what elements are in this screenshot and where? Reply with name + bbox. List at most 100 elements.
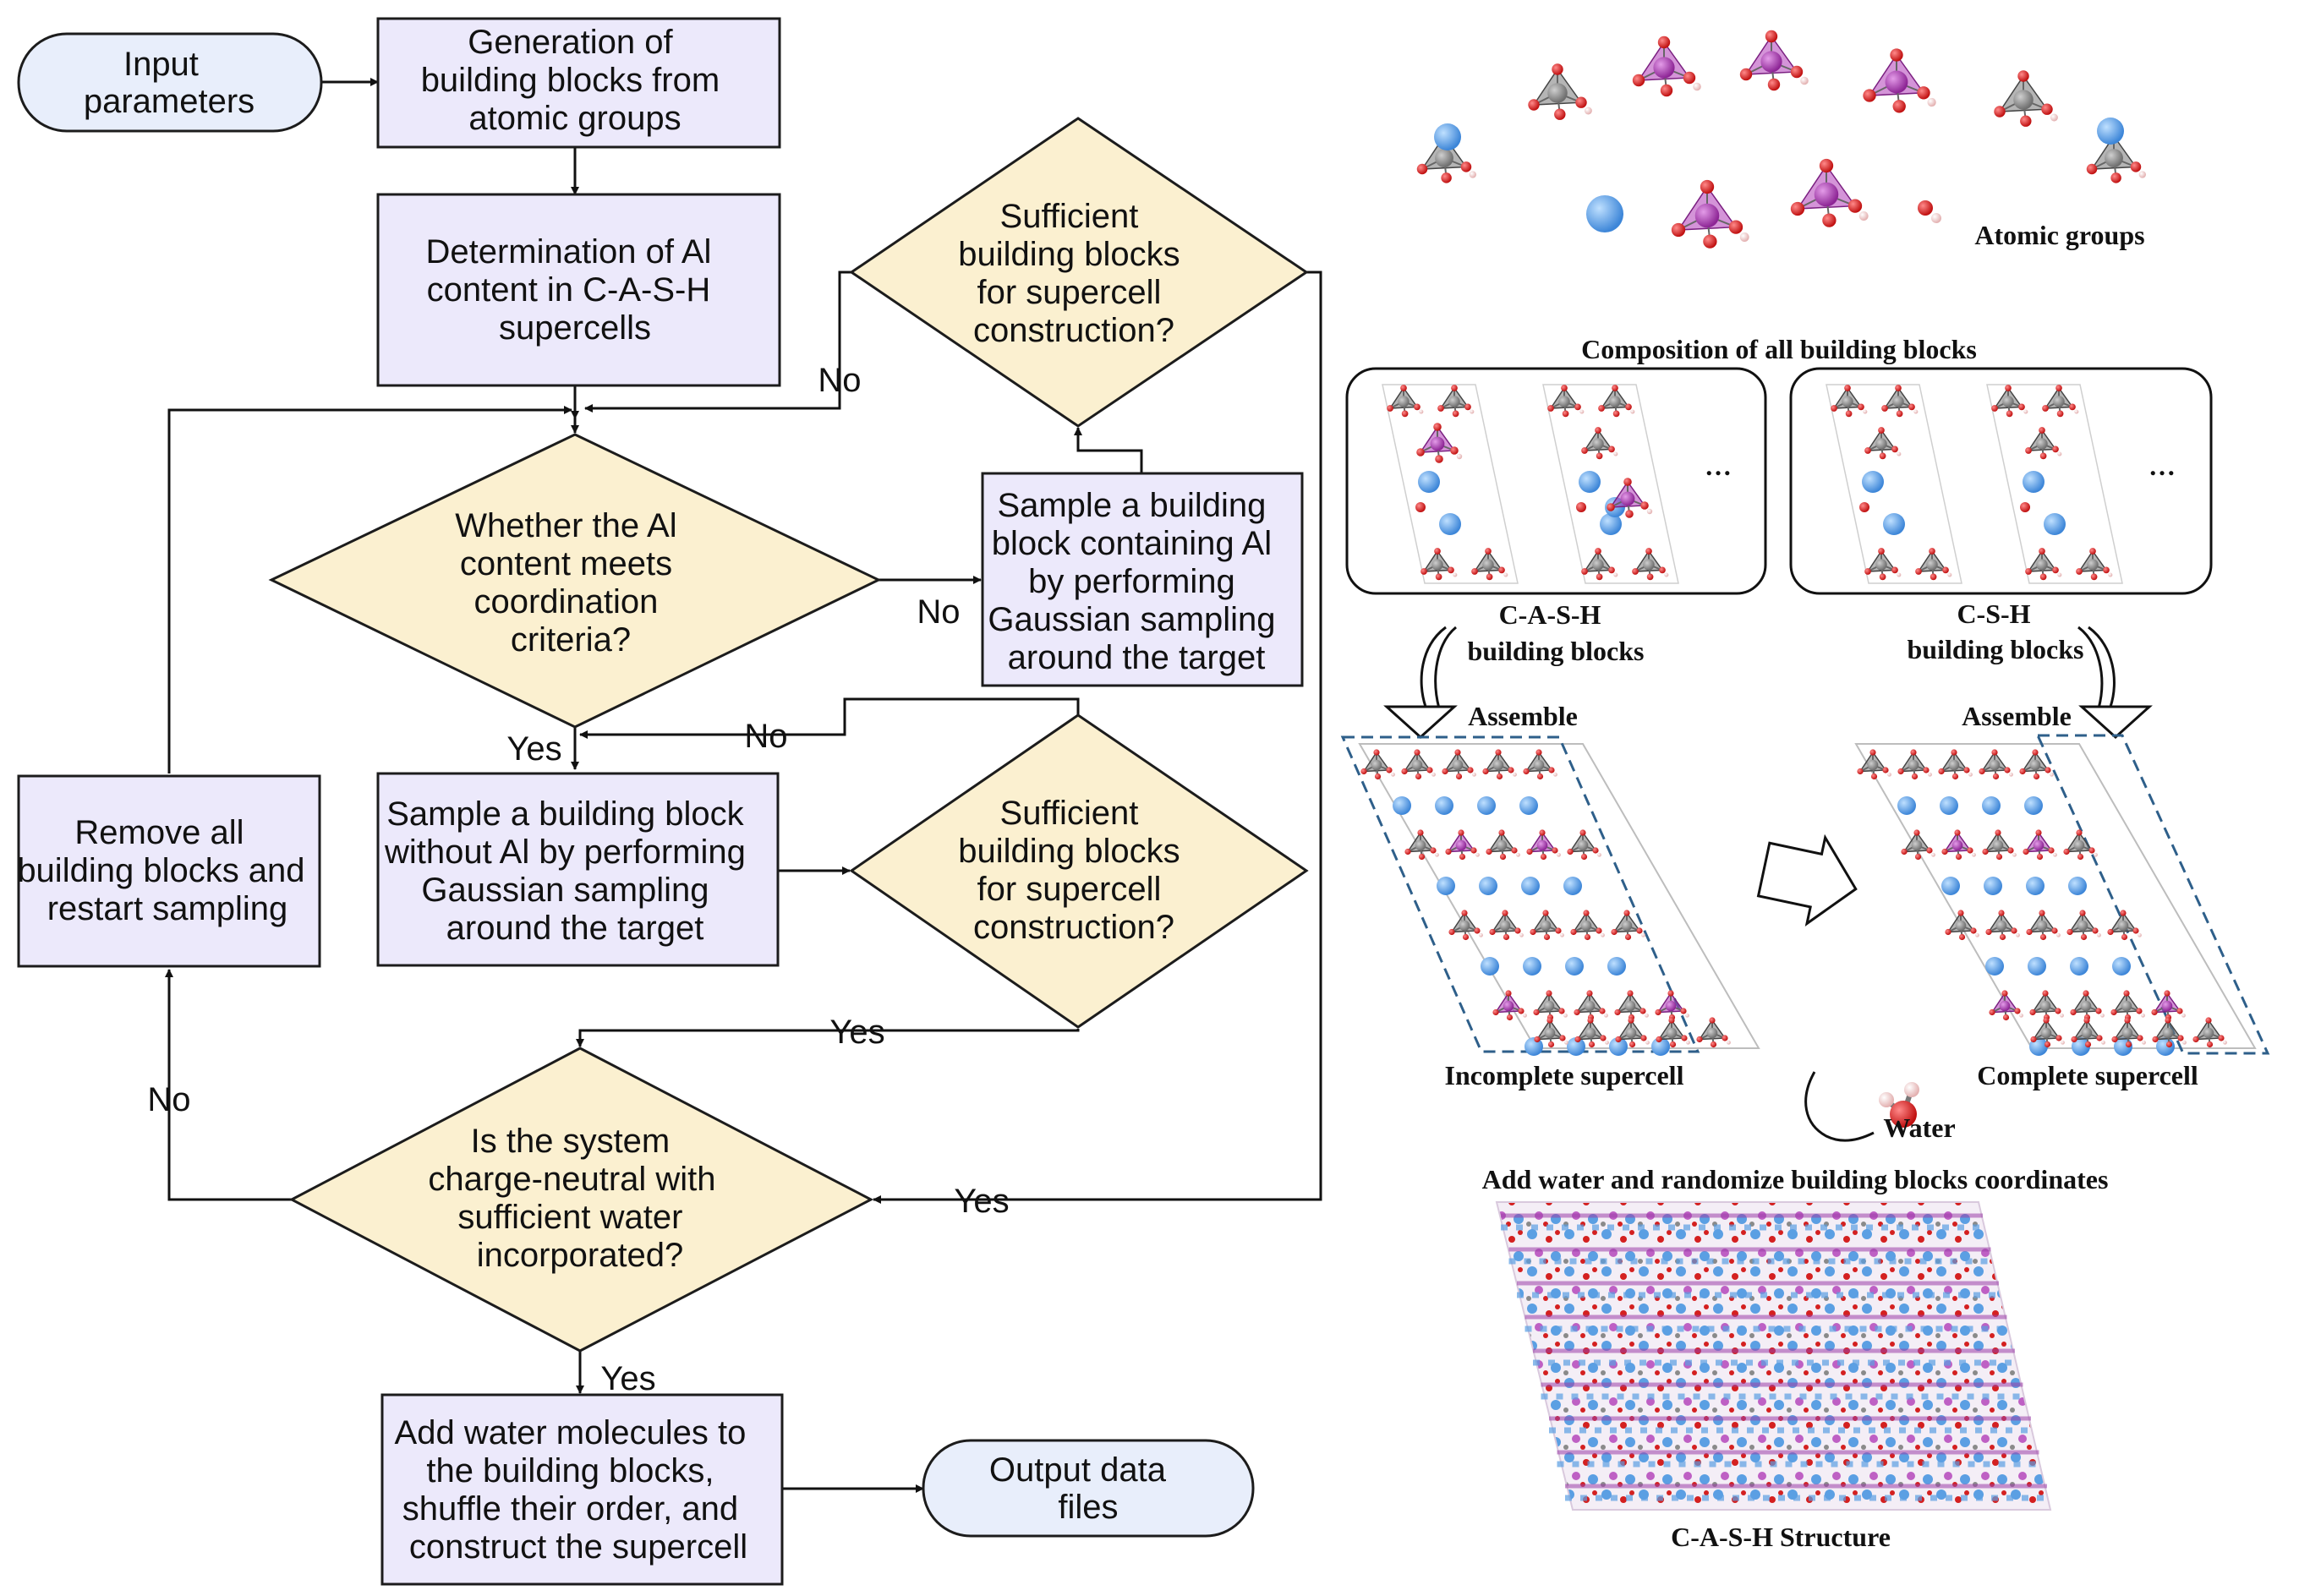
oxygen-atom [2165, 1041, 2173, 1048]
silicon-atom [1592, 438, 1604, 450]
oxygen-atom [2017, 70, 2029, 82]
oxygen-atom [2083, 1017, 2090, 1024]
silicon-atom [1584, 1000, 1596, 1012]
complete-dashed-region [2035, 734, 2270, 1055]
oxygen-atom [1575, 96, 1587, 108]
oxygen-atom [1400, 385, 1407, 391]
oxygen-atom [2033, 773, 2040, 780]
water-label: Water [1883, 1112, 1955, 1143]
oxygen-atom [1628, 1017, 1634, 1024]
oxygen-atom [2111, 1036, 2118, 1043]
oxygen-atom [1790, 201, 1805, 216]
sample-no-al-line-2: without Al by performing [384, 834, 746, 871]
oxygen-atom [1448, 928, 1455, 936]
oxygen-atom [1918, 200, 1933, 216]
oxygen-atom [1709, 1017, 1716, 1024]
determination-line-3: supercells [499, 309, 651, 347]
oxygen-atom [1645, 548, 1652, 555]
oxygen-atom [1765, 30, 1778, 43]
oxygen-atom [1624, 933, 1632, 941]
aluminum-atom [1760, 51, 1782, 73]
sample-al-line-4: Gaussian sampling [988, 601, 1275, 638]
cash-blocks-label-2: building blocks [1468, 636, 1645, 666]
hydrogen-atom [1693, 82, 1701, 91]
oxygen-atom [1401, 410, 1409, 418]
oxygen-atom [2025, 447, 2032, 454]
oxygen-atom [2110, 172, 2121, 183]
oxygen-atom [2029, 1008, 2036, 1016]
hydrogen-atom [1646, 508, 1653, 515]
oxygen-atom [1891, 566, 1898, 574]
block-cell-outline [1542, 384, 1679, 584]
arrow-remove-to-merge [167, 406, 572, 773]
oxygen-atom [2107, 928, 2114, 936]
oxygen-atom [1489, 928, 1496, 936]
silicon-atom [1580, 920, 1592, 932]
silicon-atom [2203, 1027, 2214, 1039]
oxygen-atom [1552, 847, 1558, 854]
decision-charge-neutral: Is the system charge-neutral with suffic… [288, 1047, 874, 1353]
hydrogen-atom [2009, 772, 2013, 777]
calcium-atom [1984, 877, 2002, 895]
calcium-atom [2026, 877, 2045, 895]
oxygen-atom [1999, 933, 2006, 941]
incomplete-label: Incomplete supercell [1445, 1060, 1684, 1090]
oxygen-atom [1547, 405, 1554, 412]
oxygen-atom [1897, 768, 1904, 775]
hydrogen-atom [1858, 211, 1869, 221]
remove-line-2: building blocks and [17, 852, 304, 889]
output-terminal: Output data files [922, 1439, 1255, 1538]
oxygen-atom [1864, 447, 1871, 454]
oxygen-atom [2042, 405, 2049, 412]
cash-blocks-panel [1345, 367, 1767, 595]
silicon-atom [2121, 1027, 2133, 1039]
oxygen-atom [1930, 573, 1937, 581]
oxygen-atom [2084, 1041, 2092, 1048]
oxygen-atom [1632, 74, 1645, 87]
oxygen-atom [2042, 990, 2049, 997]
oxygen-atom [1418, 853, 1426, 861]
hydrogen-atom [1523, 1013, 1527, 1018]
hydrogen-atom [2108, 572, 2113, 577]
oxygen-atom [2218, 1035, 2225, 1041]
silicon-atom [2081, 1027, 2093, 1039]
oxygen-atom [1452, 410, 1459, 418]
determination-box: Determination of Al content in C-A-S-H s… [376, 193, 781, 387]
generation-shape [376, 17, 781, 149]
silicon-atom [2080, 1000, 2092, 1012]
calcium-atom [1862, 471, 1884, 493]
oxygen-atom [1995, 853, 2003, 861]
complete-label: Complete supercell [1977, 1060, 2198, 1090]
oxygen-atom [1530, 928, 1536, 936]
hydrogen-atom [2012, 852, 2017, 857]
oxygen-atom [1360, 768, 1367, 775]
svg-text:Sample a building bloc: Sample a building block containing Al by… [988, 487, 1284, 676]
oxygen-atom [1831, 405, 1837, 412]
csh-blocks-panel [1789, 367, 2213, 595]
block-cell-outline [1986, 384, 2123, 584]
hydrogen-atom [2138, 171, 2146, 178]
silicon-atom [1415, 839, 1426, 851]
oxygen-atom [1442, 768, 1448, 775]
hydrogen-atom [2050, 772, 2054, 777]
hydrogen-atom [1391, 772, 1395, 777]
hydrogen-atom [1472, 772, 1476, 777]
calcium-atom [1567, 1037, 1585, 1056]
calcium-atom [1434, 123, 1461, 150]
calcium-atom [1481, 957, 1499, 976]
hydrogen-atom [1579, 409, 1585, 414]
oxygen-atom [1433, 423, 1442, 431]
oxygen-atom [1506, 1014, 1514, 1021]
hydrogen-atom [1613, 572, 1618, 577]
incomplete-cell-outline [1358, 743, 1760, 1049]
decision-mid-line-1: Sufficient [1000, 795, 1139, 832]
add-water-line-2: the building blocks, [426, 1452, 714, 1489]
oxygen-atom [2048, 847, 2055, 854]
oxygen-atom [1683, 71, 1696, 85]
hydrogen-atom [2053, 852, 2057, 857]
silicon-atom [1543, 1000, 1555, 1012]
cash-bulk-structure-image [1495, 1201, 2052, 1511]
hydrogen-atom [1563, 1013, 1568, 1018]
oxygen-atom [2090, 573, 2098, 581]
oxygen-atom [1542, 910, 1549, 916]
